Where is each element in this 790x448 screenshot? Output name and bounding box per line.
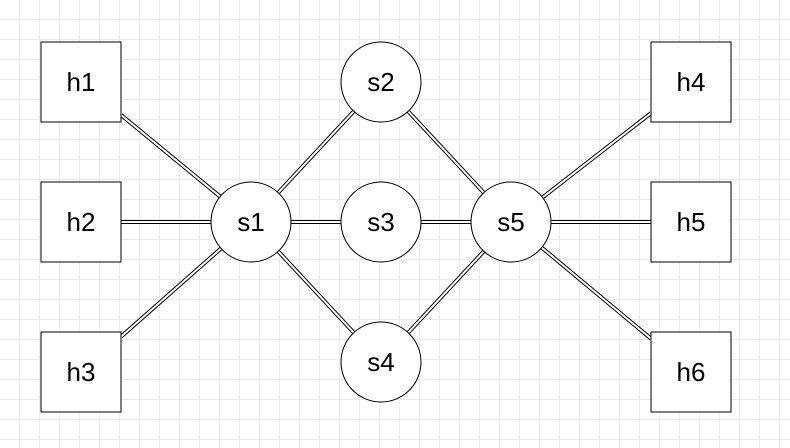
node-h4[interactable]: h4 (650, 41, 732, 123)
nodes-layer: h1 h2 h3 s1 s2 s3 s4 s5 h4 h5 h6 (40, 41, 732, 413)
node-h3[interactable]: h3 (40, 331, 122, 413)
switch-circle (340, 41, 422, 123)
link-s1-s2 (276, 109, 356, 195)
node-label: h2 (67, 207, 96, 237)
node-s1[interactable]: s1 (210, 181, 292, 263)
node-label: h3 (67, 357, 96, 387)
node-label: s2 (367, 67, 394, 97)
node-label: h6 (677, 357, 706, 387)
host-box (650, 331, 732, 413)
link-s5-h4 (541, 111, 653, 200)
link-gap (277, 250, 355, 334)
node-s5[interactable]: s5 (470, 181, 552, 263)
node-s3[interactable]: s3 (340, 181, 422, 263)
node-label: s4 (367, 347, 394, 377)
node-label: h1 (67, 67, 96, 97)
link-gap (120, 247, 222, 338)
host-box (40, 181, 122, 263)
host-box (650, 41, 732, 123)
host-box (40, 41, 122, 123)
switch-circle (210, 181, 292, 263)
host-box (40, 331, 122, 413)
link-s2-s5 (406, 109, 486, 195)
node-h2[interactable]: h2 (40, 181, 122, 263)
node-label: h4 (677, 67, 706, 97)
node-s4[interactable]: s4 (340, 321, 422, 403)
node-label: s3 (367, 207, 394, 237)
link-gap (541, 246, 652, 340)
link-gap (407, 110, 485, 194)
node-h1[interactable]: h1 (40, 41, 122, 123)
link-gap (277, 110, 355, 194)
link-gap (407, 250, 485, 334)
node-label: s1 (237, 207, 264, 237)
link-s5-h6 (540, 246, 653, 341)
link-h1-s1 (119, 113, 222, 199)
link-gap (541, 112, 652, 199)
node-label: s5 (497, 207, 524, 237)
edges-layer (119, 109, 653, 341)
host-box (650, 181, 732, 263)
link-s4-s5 (406, 249, 486, 335)
switch-circle (340, 321, 422, 403)
switch-circle (470, 181, 552, 263)
link-gap (120, 114, 221, 198)
node-label: h5 (677, 207, 706, 237)
link-s1-s4 (276, 249, 356, 335)
switch-circle (340, 181, 422, 263)
node-s2[interactable]: s2 (340, 41, 422, 123)
node-h5[interactable]: h5 (650, 181, 732, 263)
node-h6[interactable]: h6 (650, 331, 732, 413)
link-h3-s1 (119, 246, 223, 339)
